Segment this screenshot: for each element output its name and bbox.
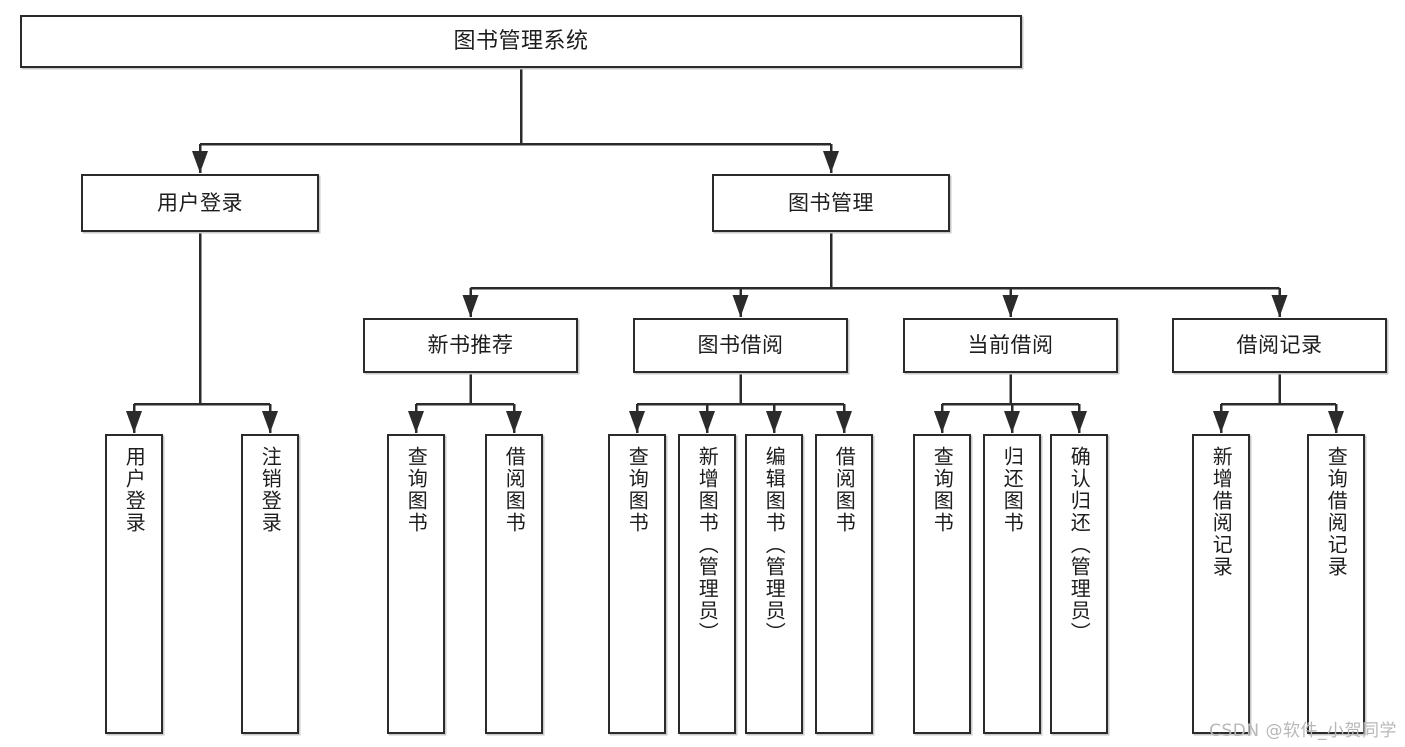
node-label: 图书管理系统 (453, 28, 589, 54)
node-label: 新增图书（管理员） (695, 446, 720, 644)
node-leaf-nbr-query[interactable]: 查询图书 (387, 434, 445, 734)
node-leaf-nbr-borrow[interactable]: 借阅图书 (485, 434, 543, 734)
node-leaf-br-add[interactable]: 新增借阅记录 (1192, 434, 1250, 734)
node-leaf-cb-confirm[interactable]: 确认归还（管理员） (1050, 434, 1108, 734)
node-label: 当前借阅 (967, 333, 1054, 358)
node-label: 用户登录 (122, 446, 147, 534)
node-root[interactable]: 图书管理系统 (20, 15, 1022, 68)
node-leaf-user-login[interactable]: 用户登录 (105, 434, 163, 734)
node-label: 确认归还（管理员） (1067, 446, 1092, 644)
node-new-book-rec[interactable]: 新书推荐 (363, 318, 578, 373)
node-leaf-cb-query[interactable]: 查询图书 (913, 434, 971, 734)
node-leaf-bb-query[interactable]: 查询图书 (608, 434, 666, 734)
node-label: 借阅记录 (1236, 333, 1323, 358)
node-leaf-bb-borrow[interactable]: 借阅图书 (815, 434, 873, 734)
node-label: 归还图书 (1000, 446, 1025, 534)
node-user-login[interactable]: 用户登录 (81, 174, 319, 232)
node-label: 新增借阅记录 (1209, 446, 1234, 578)
node-leaf-br-query[interactable]: 查询借阅记录 (1307, 434, 1365, 734)
node-book-manage[interactable]: 图书管理 (712, 174, 950, 232)
node-label: 借阅图书 (832, 446, 857, 534)
node-leaf-bb-edit[interactable]: 编辑图书（管理员） (745, 434, 803, 734)
node-label: 编辑图书（管理员） (762, 446, 787, 644)
node-label: 用户登录 (157, 190, 243, 215)
node-label: 新书推荐 (427, 333, 514, 358)
node-label: 查询图书 (930, 446, 955, 534)
node-book-borrow[interactable]: 图书借阅 (633, 318, 848, 373)
node-current-borrow[interactable]: 当前借阅 (903, 318, 1118, 373)
node-leaf-bb-add[interactable]: 新增图书（管理员） (678, 434, 736, 734)
node-label: 借阅图书 (502, 446, 527, 534)
node-leaf-user-logout[interactable]: 注销登录 (241, 434, 299, 734)
node-label: 查询图书 (404, 446, 429, 534)
node-leaf-cb-return[interactable]: 归还图书 (983, 434, 1041, 734)
node-label: 查询借阅记录 (1324, 446, 1349, 578)
node-borrow-record[interactable]: 借阅记录 (1172, 318, 1387, 373)
node-label: 查询图书 (625, 446, 650, 534)
node-label: 图书管理 (788, 190, 874, 215)
node-label: 图书借阅 (697, 333, 784, 358)
node-label: 注销登录 (258, 446, 283, 534)
